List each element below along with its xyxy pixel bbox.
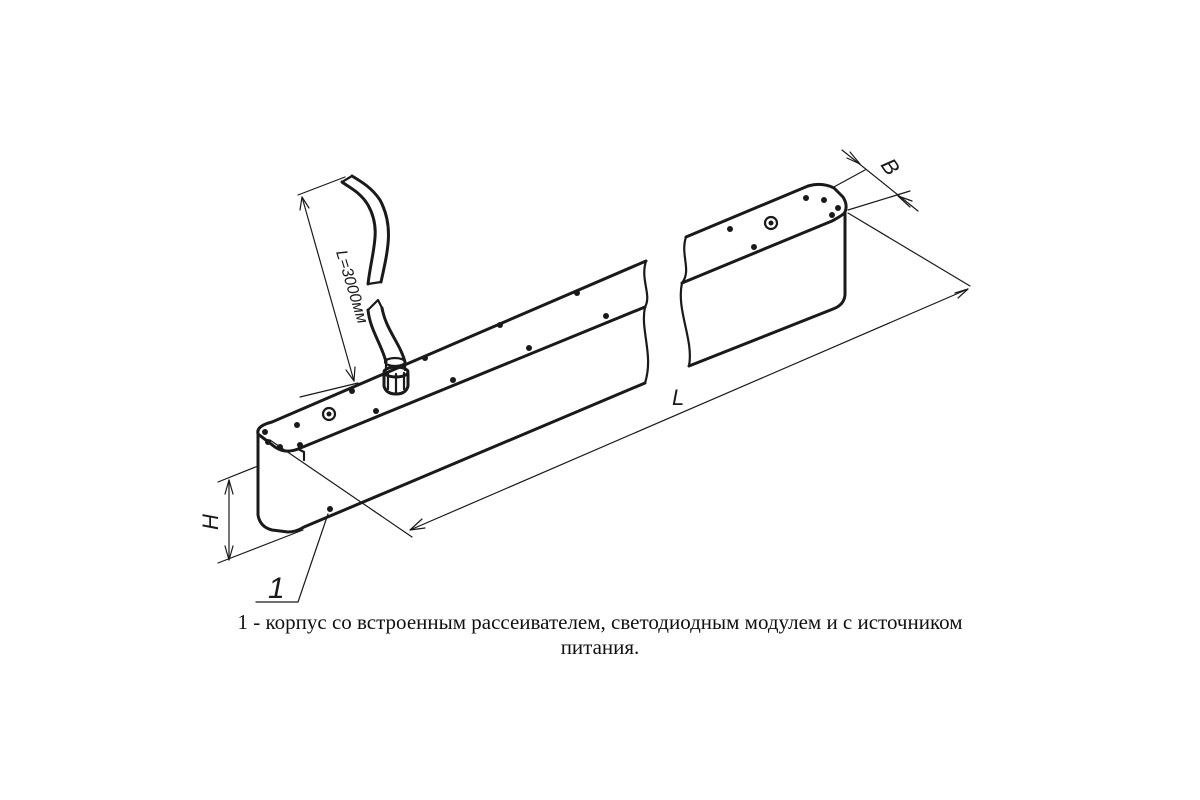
length-label: L <box>672 385 684 410</box>
height-label: H <box>198 514 223 530</box>
caption-line-1: 1 - корпус со встроенным рассеивателем, … <box>237 610 963 634</box>
cable-length-dimension <box>297 176 359 398</box>
callout-leader <box>255 513 329 603</box>
center-screw-left <box>321 406 337 422</box>
height-dimension <box>217 465 304 564</box>
cable-length-label: L=3000мм <box>332 248 370 325</box>
caption: 1 - корпус со встроенным рассеивателем, … <box>150 610 1050 660</box>
cable-gland <box>382 356 410 396</box>
callout-number: 1 <box>268 572 285 605</box>
width-dimension <box>831 149 919 212</box>
length-dimension <box>269 212 971 538</box>
luminaire-right-section <box>679 182 848 368</box>
width-label: B <box>876 154 905 180</box>
caption-line-2: питания. <box>560 635 640 659</box>
center-screw-right <box>763 215 779 231</box>
luminaire-left-section <box>256 259 650 534</box>
fastener-dots <box>262 195 841 512</box>
power-cable <box>340 174 407 364</box>
